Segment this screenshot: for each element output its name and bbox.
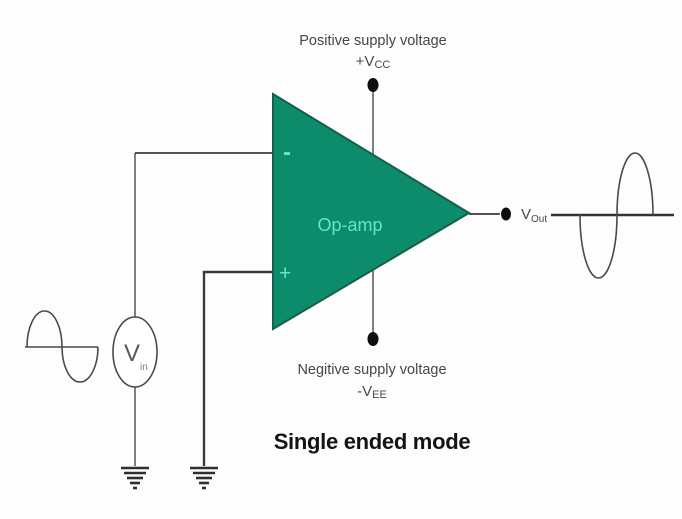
vcc-main: +V — [356, 53, 375, 70]
vin-source-circle — [112, 316, 158, 388]
vin-label: Vin — [124, 340, 148, 373]
ground-symbol-vin — [121, 466, 149, 490]
output-node — [501, 207, 511, 221]
positive-supply-node — [367, 78, 379, 92]
positive-supply-label: Positive supply voltage — [299, 33, 447, 49]
noninverting-input-sign: + — [279, 262, 291, 285]
vout-label-sub: Out — [531, 214, 547, 225]
noninverting-input-wire — [202, 270, 273, 466]
vcc-sub: CC — [374, 59, 390, 71]
output-sine-wave — [579, 152, 654, 279]
positive-supply-symbol: +VCC — [356, 53, 391, 71]
vin-label-main: V — [124, 340, 140, 367]
input-sine-wave — [26, 310, 99, 383]
inverting-input-sign: - — [283, 139, 291, 166]
opamp-label: Op-amp — [317, 215, 382, 235]
opamp-triangle — [272, 92, 471, 331]
vin-label-sub: in — [140, 362, 148, 373]
diagram-title: Single ended mode — [274, 429, 471, 454]
vout-label: VOut — [521, 206, 547, 225]
negative-supply-node — [367, 332, 379, 346]
negative-supply-symbol: -VEE — [357, 383, 387, 401]
negative-supply-label: Negitive supply voltage — [297, 362, 446, 378]
vee-sub: EE — [372, 389, 387, 401]
vee-main: -V — [357, 383, 372, 400]
vout-label-main: V — [521, 206, 531, 223]
ground-symbol-noninverting — [190, 466, 218, 490]
